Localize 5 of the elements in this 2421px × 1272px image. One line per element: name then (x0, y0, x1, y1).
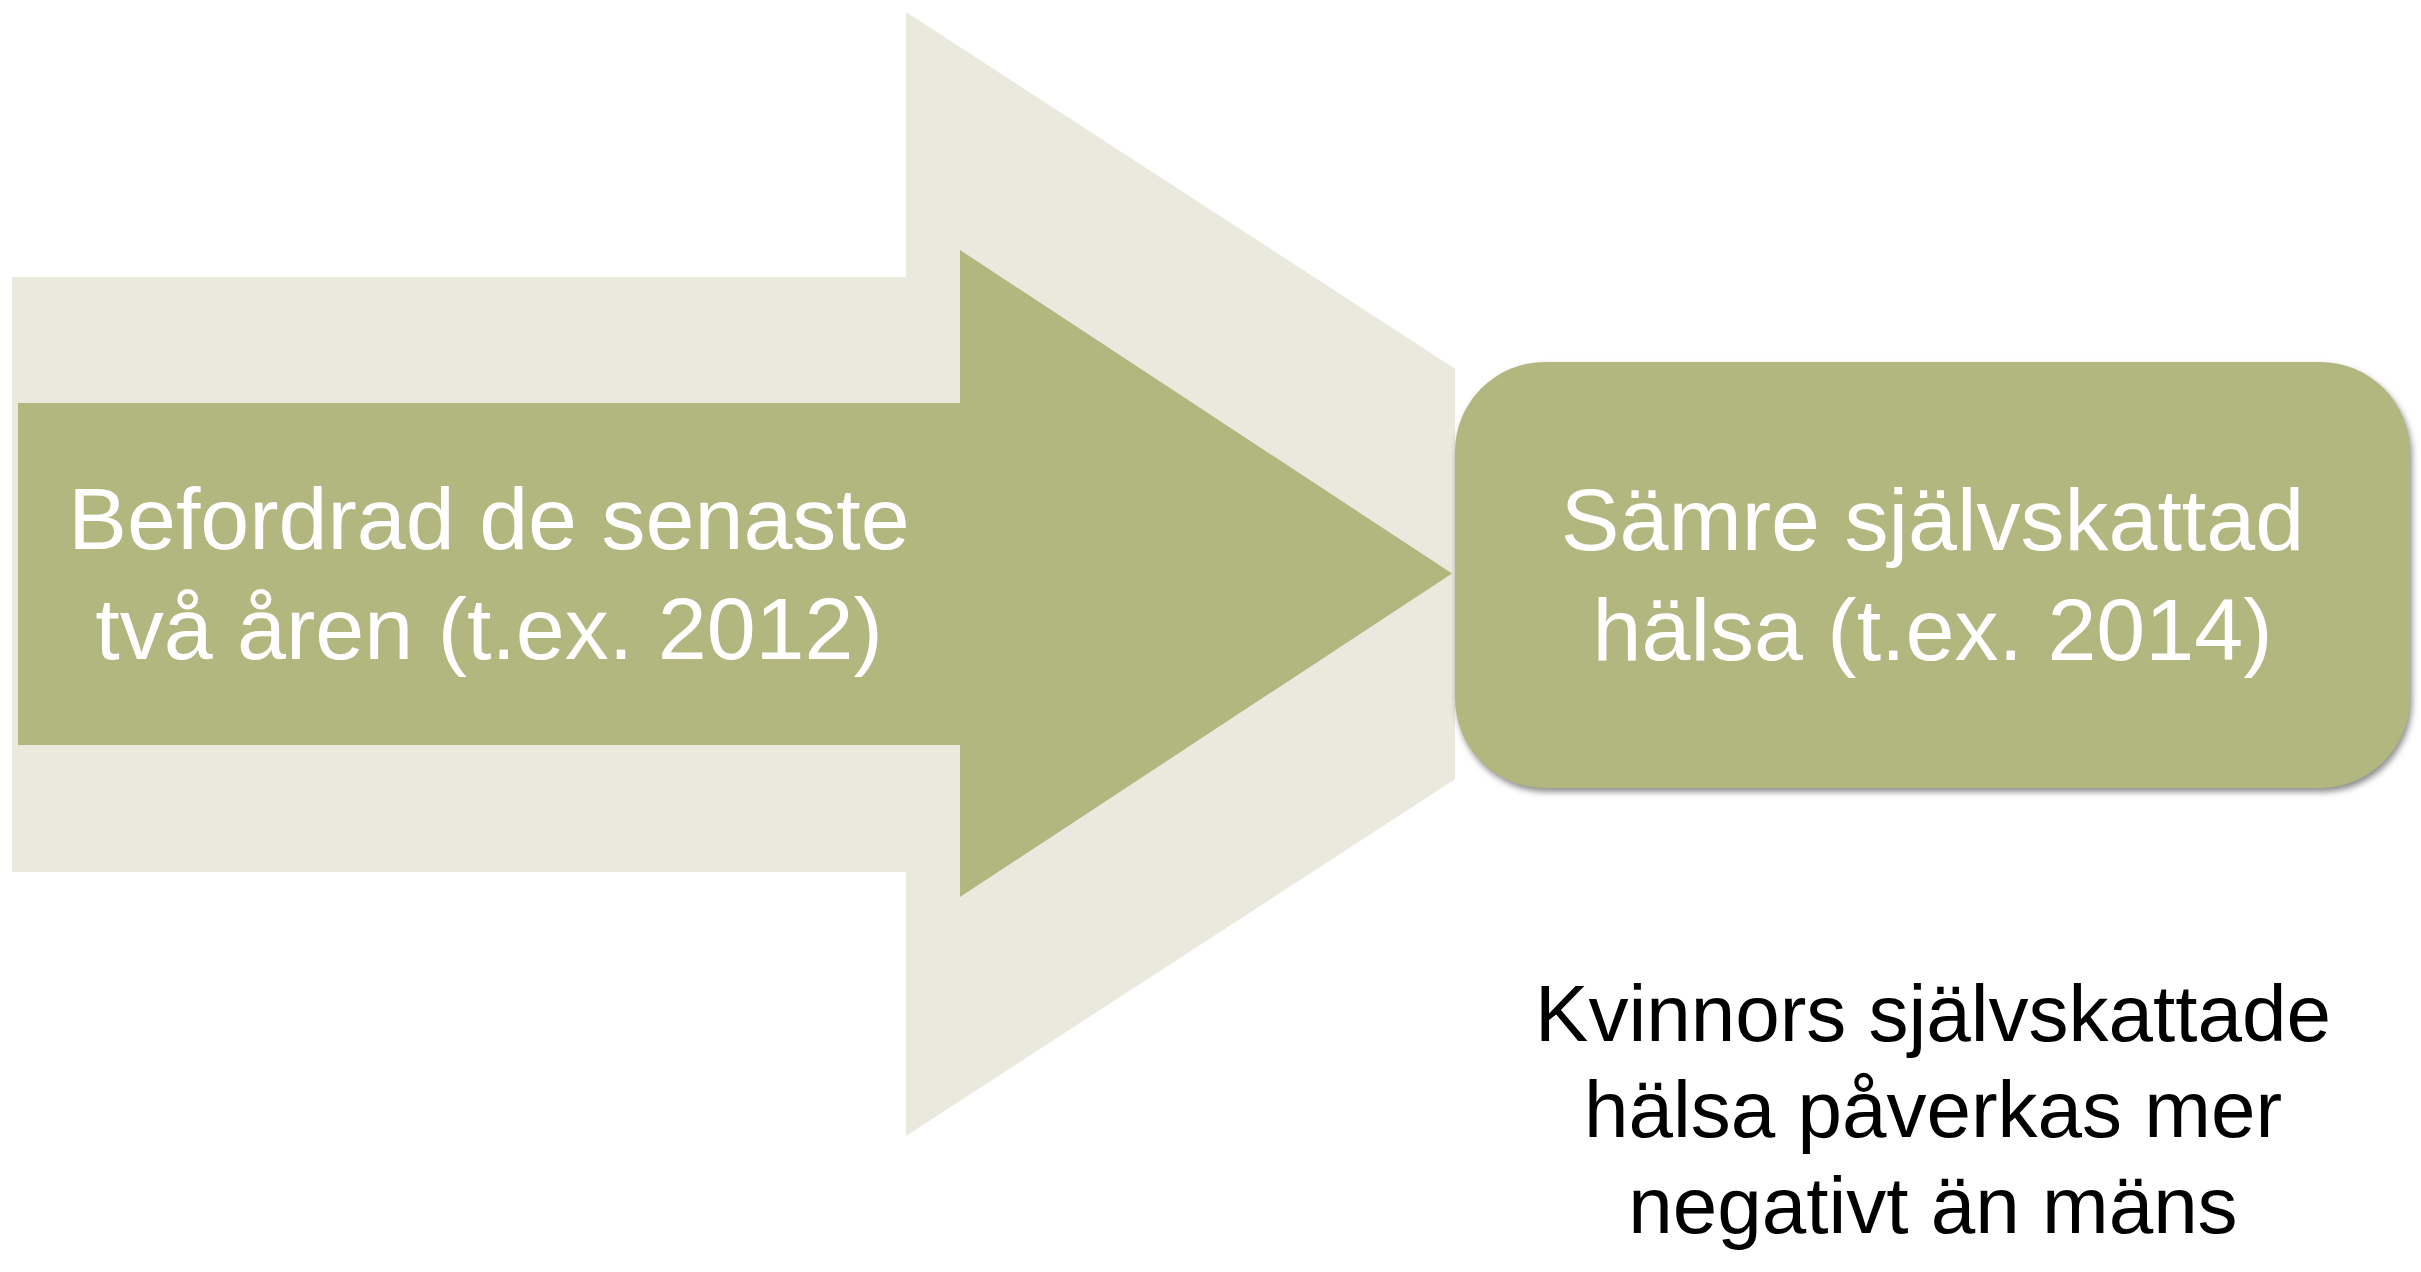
block-arrow (18, 250, 1452, 897)
rounded-box (1455, 362, 2410, 788)
note-text: Kvinnors självskattade hälsa påverkas mer negativt än mäns (1534, 968, 2332, 1252)
node-text: Befordrad de senaste två åren (t.ex. 2012) (67, 468, 911, 680)
node-text: Sämre självskattad hälsa (t.ex. 2014) (1559, 469, 2306, 681)
